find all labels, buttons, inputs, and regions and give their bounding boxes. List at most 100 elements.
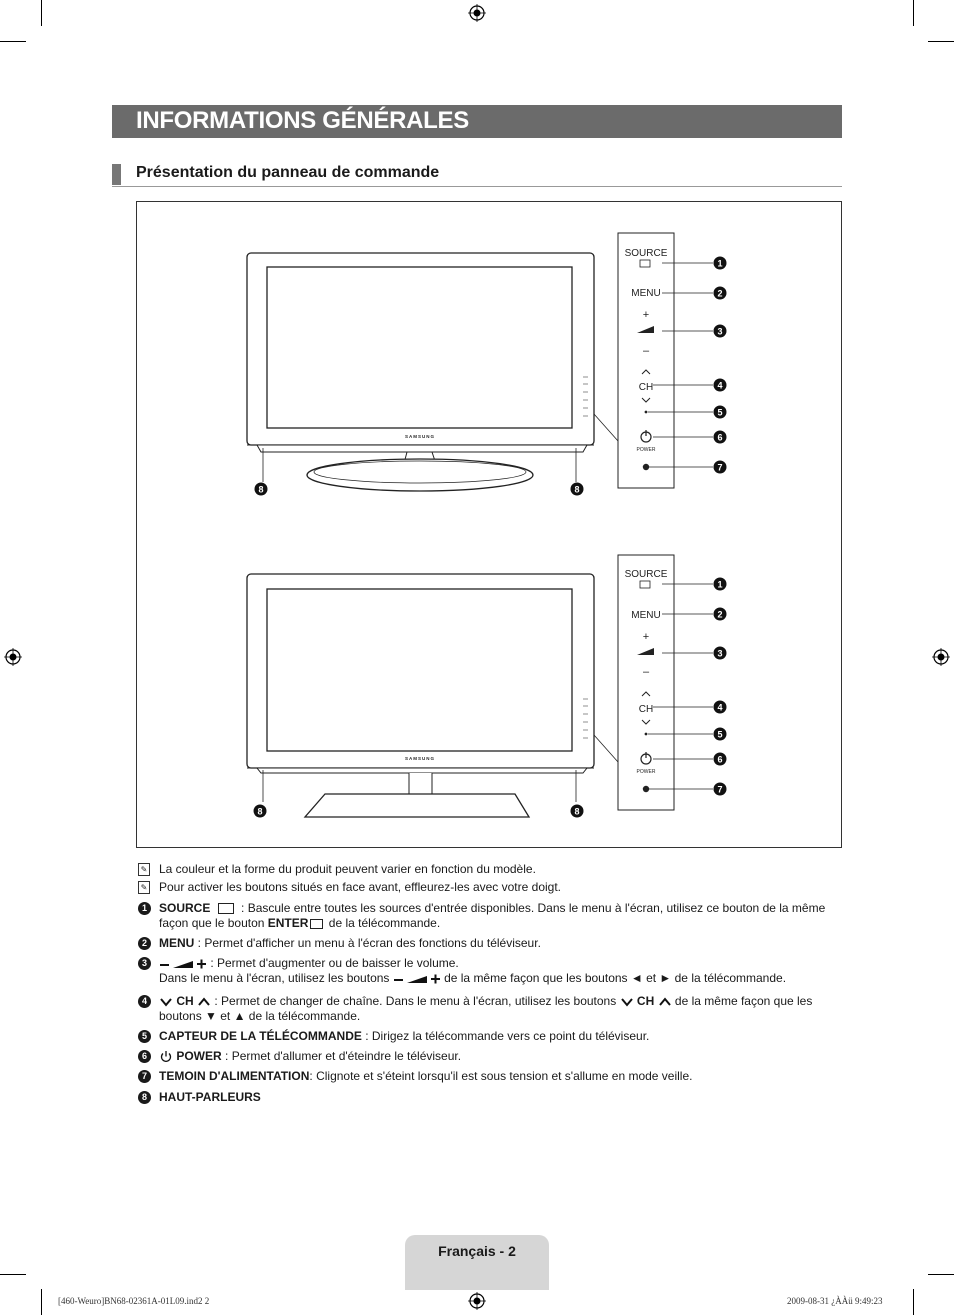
item-number: 4 (138, 995, 151, 1008)
callout-1: 1 (713, 256, 727, 270)
source-label: SOURCE (625, 248, 668, 259)
tv-brand-logo: SAMSUNG (405, 434, 435, 439)
callout-4: 4 (713, 700, 727, 714)
svg-text:7: 7 (717, 463, 722, 473)
svg-text:4: 4 (717, 703, 722, 713)
registration-mark-icon (468, 4, 486, 22)
power-label: POWER (637, 447, 656, 453)
callout-2: 2 (713, 286, 727, 300)
print-slug-left: [460-Weuro]BN68-02361A-01L09.ind2 2 (58, 1296, 210, 1306)
crop-mark (41, 1289, 42, 1315)
callout-3: 3 (713, 646, 727, 660)
note-text: Pour activer les boutons situés en face … (159, 880, 561, 894)
tv-stand-base (303, 793, 531, 818)
tv-bottom: SAMSUNG (246, 573, 619, 818)
item-number: 2 (138, 937, 151, 950)
svg-text:2: 2 (717, 610, 722, 620)
minus-label: – (643, 666, 650, 678)
crop-mark (0, 1274, 26, 1275)
crop-mark (41, 0, 42, 26)
item-number: 3 (138, 957, 151, 970)
svg-text:8: 8 (257, 807, 262, 817)
enter-icon (310, 918, 324, 929)
registration-mark-icon (468, 1292, 486, 1310)
callout-8: 8 (254, 482, 268, 496)
volume-icon (393, 974, 440, 984)
tv-top: SAMSUNG (246, 252, 619, 492)
callout-1: 1 (713, 577, 727, 591)
item-label: SOURCE (159, 901, 211, 915)
svg-text:7: 7 (717, 785, 722, 795)
note-icon: ✎ (138, 863, 150, 876)
item-number: 1 (138, 902, 151, 915)
crop-mark (913, 1289, 914, 1315)
svg-text:6: 6 (717, 433, 722, 443)
chevron-down-icon (160, 998, 172, 1007)
svg-text:8: 8 (574, 485, 579, 495)
callout-4: 4 (713, 378, 727, 392)
item-number: 6 (138, 1050, 151, 1063)
control-panel-figure: SAMSUNG SAMSUNG (136, 201, 842, 848)
page-number-tab: Français - 2 (405, 1235, 549, 1290)
callout-8: 8 (570, 482, 584, 496)
item-number: 7 (138, 1070, 151, 1083)
crop-mark (928, 1274, 954, 1275)
menu-label: MENU (631, 288, 660, 299)
svg-text:1: 1 (717, 259, 722, 269)
item-number: 8 (138, 1091, 151, 1104)
button-panel-bottom: SOURCE MENU + – CH POWER (617, 554, 713, 811)
section-header: Présentation du panneau de commande (112, 164, 842, 188)
chevron-up-icon (198, 997, 210, 1006)
callouts: 1 2 3 4 5 6 7 8 8 1 2 3 4 5 6 7 8 8 (253, 256, 727, 818)
page-title: INFORMATIONS GÉNÉRALES (136, 107, 469, 134)
callout-7: 7 (713, 782, 727, 796)
item-number: 5 (138, 1030, 151, 1043)
svg-text:8: 8 (258, 485, 263, 495)
callout-8: 8 (570, 804, 584, 818)
plus-label: + (643, 631, 649, 643)
power-icon (160, 1051, 172, 1063)
callout-2: 2 (713, 607, 727, 621)
crop-mark (913, 0, 914, 26)
ch-label: CH (639, 704, 653, 715)
section-marker (112, 164, 121, 185)
tv-brand-logo: SAMSUNG (405, 756, 435, 761)
print-slug-right: 2009-08-31 ¿ÀÀü 9:49:23 (787, 1296, 883, 1306)
tv-illustration: SAMSUNG SAMSUNG (246, 232, 727, 818)
note-text: La couleur et la forme du produit peuven… (159, 862, 536, 876)
callout-5: 5 (713, 405, 727, 419)
callout-8: 8 (253, 804, 267, 818)
button-panel-top: SOURCE MENU + – CH POWER (617, 232, 713, 489)
note-icon: ✎ (138, 881, 150, 894)
callout-6: 6 (713, 752, 727, 766)
section-title: Présentation du panneau de commande (136, 164, 440, 181)
svg-text:2: 2 (717, 289, 722, 299)
svg-text:6: 6 (717, 755, 722, 765)
svg-text:3: 3 (717, 327, 722, 337)
svg-text:5: 5 (717, 730, 722, 740)
svg-text:4: 4 (717, 381, 722, 391)
page-title-bar: INFORMATIONS GÉNÉRALES (112, 105, 842, 138)
callout-6: 6 (713, 430, 727, 444)
ch-label: CH (639, 382, 653, 393)
page-number: Français - 2 (438, 1243, 516, 1259)
power-label: POWER (637, 769, 656, 775)
svg-text:8: 8 (574, 807, 579, 817)
chevron-up-icon (658, 997, 671, 1006)
source-icon (217, 903, 234, 915)
callout-7: 7 (713, 460, 727, 474)
minus-label: – (643, 345, 650, 357)
side-buttons (583, 698, 588, 739)
registration-mark-icon (4, 648, 22, 666)
tv-stand-oval (306, 458, 534, 492)
side-buttons (583, 376, 588, 417)
chevron-down-icon (620, 998, 633, 1007)
plus-label: + (643, 309, 649, 321)
crop-mark (928, 41, 954, 42)
svg-text:5: 5 (717, 408, 722, 418)
registration-mark-icon (932, 648, 950, 666)
svg-text:1: 1 (717, 580, 722, 590)
svg-text:3: 3 (717, 649, 722, 659)
callout-3: 3 (713, 324, 727, 338)
section-rule (112, 186, 842, 187)
